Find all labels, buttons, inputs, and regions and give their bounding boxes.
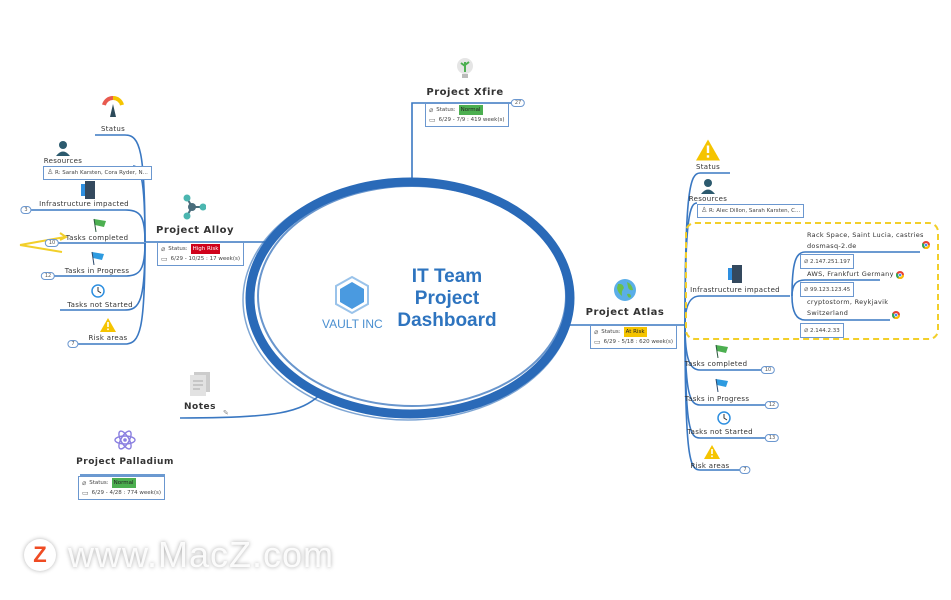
atlas-tasks-completed-node[interactable]: Tasks completed	[684, 360, 748, 368]
browser-link-icon[interactable]	[922, 241, 930, 249]
person-icon	[701, 179, 715, 194]
alloy-status-node[interactable]: Status	[100, 125, 126, 133]
alloy-resources-value: ♙ R: Sarah Karsten, Cora Ryder, N...	[43, 166, 152, 180]
alloy-infrastructure-node[interactable]: Infrastructure impacted	[39, 200, 129, 208]
status-badge: Normal	[111, 478, 136, 488]
project-atlas-title[interactable]: Project Atlas	[585, 307, 665, 318]
warning-icon	[100, 318, 116, 332]
calendar-icon: ▭	[161, 255, 168, 263]
center-ellipse	[242, 177, 575, 421]
tag-icon: ⌀	[804, 326, 809, 334]
alloy-resources-node[interactable]: Resources	[43, 157, 83, 165]
pointer-arrows	[19, 232, 68, 253]
site-ip: ⌀ 2.147.251.197	[800, 254, 855, 269]
browser-link-icon[interactable]	[896, 271, 904, 279]
collapse-badge[interactable]: 10	[760, 366, 776, 374]
tag-icon: ⌀	[804, 285, 809, 293]
vault-logo-icon	[335, 275, 369, 315]
browser-link-icon[interactable]	[892, 311, 900, 319]
site-node[interactable]: AWS, Frankfurt Germany	[807, 270, 894, 278]
tag-icon: ⌀	[161, 245, 166, 253]
project-palladium-info: ⌀Status:Normal ▭6/29 - 4/28 : 774 week(s…	[78, 476, 166, 500]
atlas-tasks-not-started-node[interactable]: Tasks not Started	[687, 428, 753, 436]
tag-icon: ⌀	[804, 257, 809, 265]
atlas-resources-value: ♙ R: Alec Dillon, Sarah Karsten, C...	[697, 204, 805, 218]
notes-document-icon	[190, 372, 210, 396]
calendar-icon: ▭	[594, 338, 601, 346]
clock-icon	[717, 411, 731, 425]
collapse-badge[interactable]: 12	[40, 272, 56, 280]
warning-icon	[704, 445, 720, 459]
network-nodes-icon	[183, 194, 206, 220]
project-xfire-info: ⌀Status:Normal ▭6/29 - 7/9 : 419 week(s)	[425, 103, 509, 127]
status-badge: Normal	[458, 105, 483, 115]
atlas-infrastructure-node[interactable]: Infrastructure impacted	[690, 286, 780, 294]
collapse-badge[interactable]: 10	[44, 239, 60, 247]
atlas-risk-areas-node[interactable]: Risk areas	[690, 462, 730, 470]
calendar-icon: ▭	[82, 489, 89, 497]
blue-flag-icon	[715, 378, 728, 392]
alloy-tasks-completed-node[interactable]: Tasks completed	[65, 234, 129, 242]
person-outline-icon: ♙	[47, 168, 54, 176]
project-xfire-title[interactable]: Project Xfire	[426, 87, 504, 98]
server-icon	[728, 265, 742, 283]
project-atlas-info: ⌀Status:At Risk ▭6/29 - 5/18 : 620 week(…	[590, 325, 678, 349]
watermark-text: www.MacZ.com	[68, 534, 335, 575]
blue-flag-icon	[91, 251, 104, 265]
atlas-tasks-in-progress-node[interactable]: Tasks in Progress	[684, 395, 750, 403]
tag-icon: ⌀	[82, 479, 87, 487]
site-node[interactable]: Rack Space, Saint Lucia, castries dosmas…	[807, 231, 924, 250]
vault-logo-text: VAULT INC	[322, 317, 383, 331]
notes-title[interactable]: Notes	[184, 402, 216, 412]
project-palladium-title[interactable]: Project Palladium	[76, 457, 174, 467]
green-flag-icon	[93, 218, 106, 232]
gauge-icon	[102, 96, 124, 117]
tag-icon: ⌀	[429, 106, 434, 114]
globe-icon	[614, 279, 636, 301]
collapse-badge[interactable]: 3	[20, 206, 32, 214]
server-icon	[81, 181, 95, 199]
clock-icon	[91, 284, 105, 298]
collapse-badge[interactable]: 27	[510, 99, 526, 107]
atlas-resources-node[interactable]: Resources	[688, 195, 728, 203]
atom-icon	[114, 430, 136, 450]
highlight-boundary	[685, 222, 939, 340]
site-ip: ⌀ 99.123.123.45	[800, 282, 855, 297]
person-outline-icon: ♙	[701, 206, 708, 214]
green-flag-icon	[715, 344, 728, 358]
alloy-tasks-not-started-node[interactable]: Tasks not Started	[67, 301, 133, 309]
project-alloy-title[interactable]: Project Alloy	[155, 225, 235, 236]
site-ip: ⌀ 2.144.2.33	[800, 323, 844, 338]
status-badge: High Risk	[190, 244, 221, 254]
project-alloy-info: ⌀Status:High Risk ▭6/29 - 10/25 : 17 wee…	[157, 242, 245, 266]
central-topic[interactable]: IT Team Project Dashboard	[397, 266, 497, 331]
atlas-status-node[interactable]: Status	[695, 163, 721, 171]
alloy-risk-areas-node[interactable]: Risk areas	[88, 334, 128, 342]
status-badge: At Risk	[623, 327, 647, 337]
site-node[interactable]: cryptostorm, Reykjavik Switzerland	[807, 298, 889, 317]
collapse-badge[interactable]: 7	[739, 466, 751, 474]
collapse-badge[interactable]: 7	[67, 340, 79, 348]
alloy-tasks-in-progress-node[interactable]: Tasks in Progress	[64, 267, 130, 275]
warning-icon	[696, 139, 720, 161]
collapse-badge[interactable]: 12	[764, 401, 780, 409]
tag-icon: ⌀	[594, 328, 599, 336]
watermark-logo: Z	[24, 539, 56, 571]
collapse-badge[interactable]: 13	[764, 434, 780, 442]
note-edit-icon[interactable]: ✎	[223, 409, 229, 417]
lightbulb-sprout-icon	[457, 58, 473, 78]
person-icon	[56, 141, 70, 156]
calendar-icon: ▭	[429, 116, 436, 124]
